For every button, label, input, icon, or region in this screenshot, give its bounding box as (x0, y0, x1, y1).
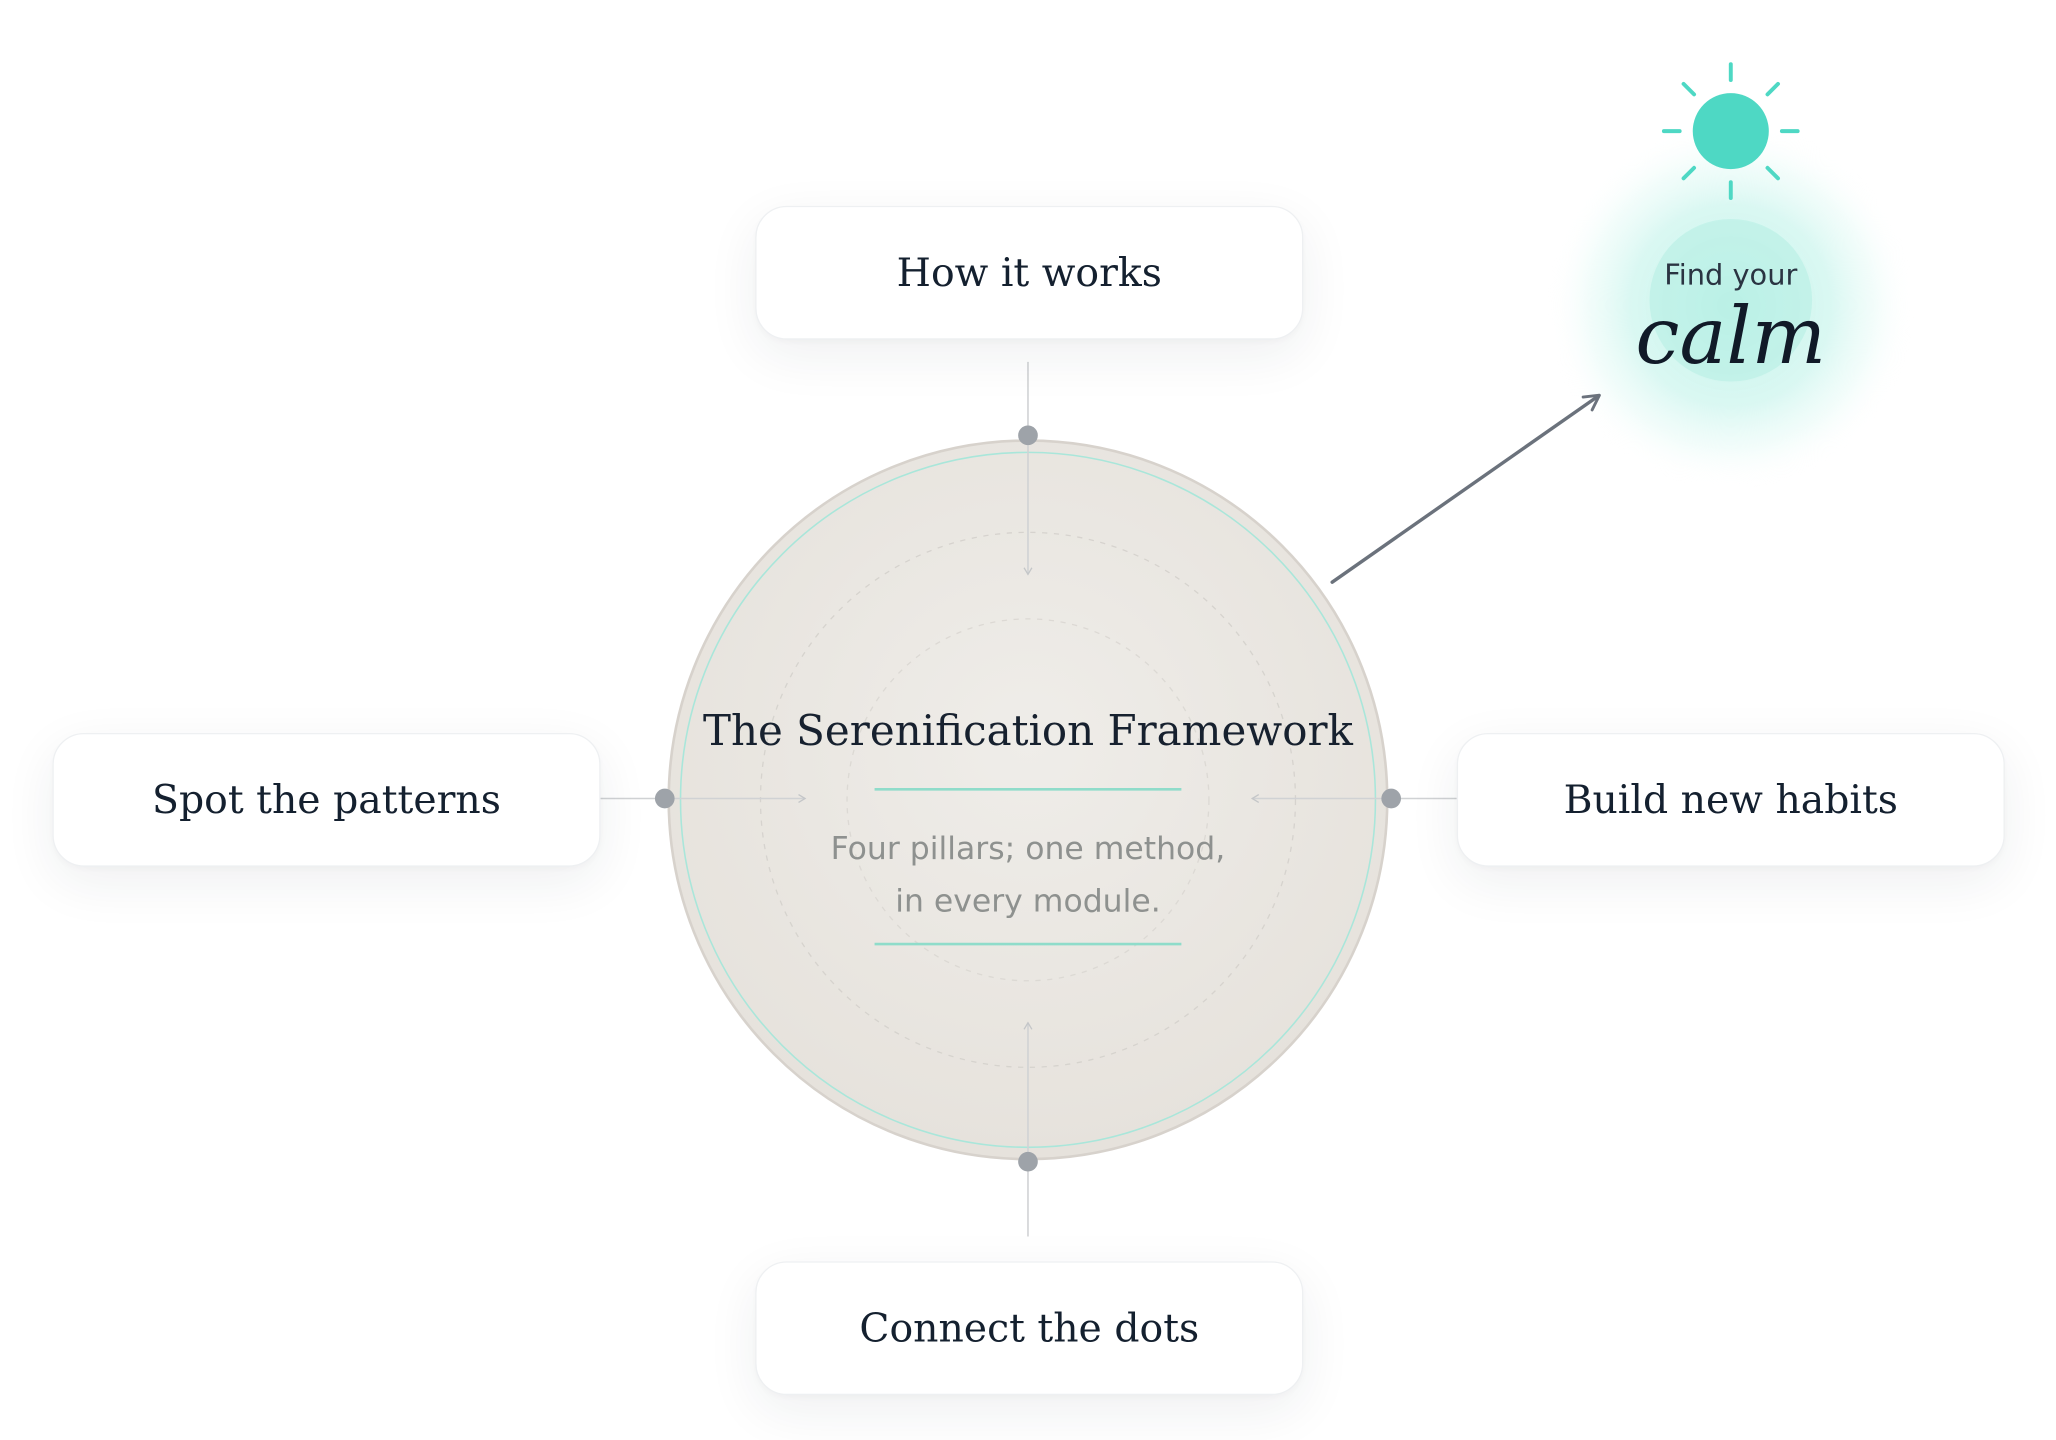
sun-icon (1661, 62, 1800, 200)
calm-callout-small: Find your (1664, 259, 1798, 293)
calm-callout-big: calm (1635, 291, 1827, 383)
hub-subtitle-line1: Four pillars; one method, (830, 829, 1226, 867)
connector-right (1250, 788, 1457, 809)
hub-subtitle-line2: in every module. (895, 882, 1161, 920)
hub-title: The Serenification Framework (703, 705, 1353, 756)
pillar-label: Spot the patterns (152, 776, 501, 823)
arrow-to-calm (1330, 393, 1601, 584)
pillar-card-connect-the-dots[interactable]: Connect the dots (755, 1261, 1304, 1396)
connector-top (1018, 361, 1038, 576)
calm-callout: Find your calm (1597, 260, 1864, 382)
pillar-label: How it works (896, 249, 1162, 296)
pillar-label: Connect the dots (859, 1305, 1200, 1352)
hub-content: The Serenification Framework Four pillar… (669, 441, 1388, 1160)
connector-bottom (1018, 1021, 1038, 1237)
calm-inner-glow (1649, 218, 1813, 382)
pillar-label: Build new habits (1563, 776, 1898, 823)
connector-left (600, 788, 807, 809)
pillar-card-spot-the-patterns[interactable]: Spot the patterns (52, 732, 601, 867)
pillar-card-how-it-works[interactable]: How it works (755, 205, 1304, 340)
pillar-card-build-new-habits[interactable]: Build new habits (1456, 732, 2005, 867)
hub-subtitle: Four pillars; one method, in every modul… (669, 822, 1388, 927)
